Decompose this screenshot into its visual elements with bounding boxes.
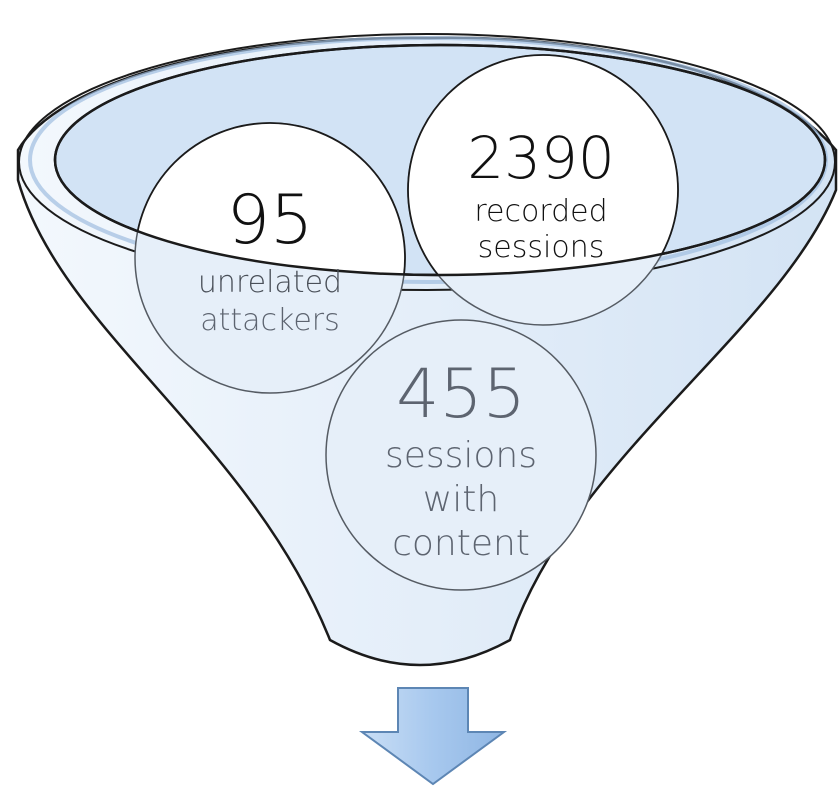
unrelated-attackers-count: 95 (227, 181, 314, 260)
unrelated-attackers-label-line2: attackers (200, 303, 340, 338)
circle-recorded-sessions (407, 54, 679, 275)
sessions-with-content-label-line3: content (392, 523, 530, 564)
down-arrow-icon (358, 687, 508, 786)
recorded-sessions-label-line1: recorded (474, 194, 607, 229)
unrelated-attackers-label-line1: unrelated (198, 265, 342, 300)
recorded-sessions-label-line2: sessions (478, 230, 605, 265)
funnel-outer-rim (18, 33, 836, 291)
recorded-sessions-count: 2390 (467, 124, 615, 192)
circle-sessions-with-content (325, 319, 597, 591)
sessions-with-content-label-line1: sessions (385, 435, 537, 476)
funnel-opening-edge (53, 43, 827, 277)
sessions-with-content-count: 455 (396, 355, 526, 434)
sessions-with-content-label-line2: with (423, 479, 499, 520)
